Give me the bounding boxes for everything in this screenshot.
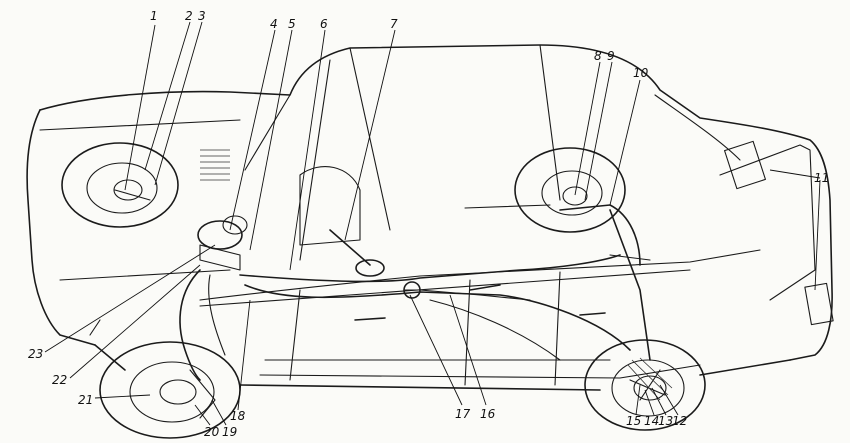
callout-9: 9 [607, 49, 615, 63]
spare-wheel [61, 142, 179, 228]
car-body-outline [26, 44, 834, 391]
callout-16: 16 [480, 407, 496, 421]
callout-17: 17 [455, 407, 471, 421]
callout-20: 20 [204, 425, 220, 439]
callout-labels: 1 2 3 4 5 6 7 8 9 10 11 12 13 14 15 16 1… [28, 9, 829, 439]
callout-2: 2 [185, 9, 193, 23]
callout-3: 3 [198, 9, 206, 23]
rear-right-wheel [514, 147, 626, 233]
leader-lines [44, 21, 821, 426]
callout-1: 1 [150, 9, 158, 23]
callout-19: 19 [222, 425, 237, 439]
grille-hatch [200, 149, 230, 181]
callout-5: 5 [288, 17, 296, 31]
callout-12: 12 [672, 414, 687, 428]
callout-21: 21 [78, 393, 93, 407]
front-left-wheel [99, 341, 241, 439]
callout-13: 13 [658, 414, 673, 428]
callout-4: 4 [270, 17, 278, 31]
callout-22: 22 [52, 373, 67, 387]
callout-14: 14 [644, 414, 659, 428]
callout-8: 8 [594, 49, 602, 63]
callout-15: 15 [626, 414, 641, 428]
callout-6: 6 [320, 17, 328, 31]
brake-lines [179, 204, 651, 381]
callout-10: 10 [633, 66, 649, 80]
callout-18: 18 [230, 409, 246, 423]
pressure-regulator [403, 281, 421, 299]
master-cylinder [197, 215, 248, 271]
callout-23: 23 [28, 347, 43, 361]
rear-left-wheel [584, 339, 706, 431]
callout-7: 7 [390, 17, 398, 31]
callout-11: 11 [814, 171, 829, 185]
